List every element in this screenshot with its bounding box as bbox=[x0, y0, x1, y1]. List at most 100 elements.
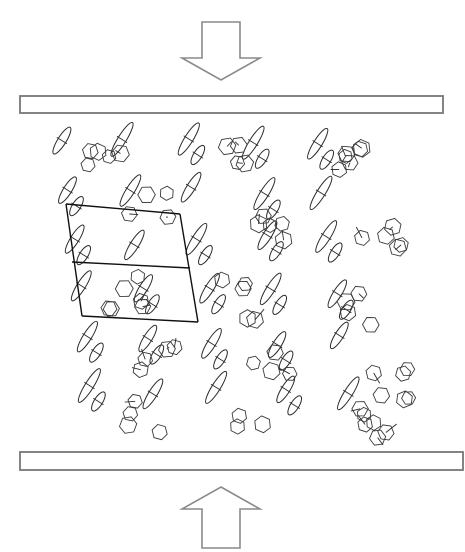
molecule-bond bbox=[289, 401, 301, 409]
ligand-bond bbox=[174, 337, 177, 348]
aromatic-ring bbox=[81, 143, 99, 160]
ligand-bond bbox=[347, 162, 351, 168]
ligand-bond bbox=[140, 291, 147, 302]
molecule-bond bbox=[91, 349, 102, 357]
aromatic-ring bbox=[118, 416, 138, 434]
aromatic-ring bbox=[372, 387, 391, 404]
aromatic-ring bbox=[245, 355, 261, 371]
unit-cell-edge bbox=[179, 213, 199, 323]
molecule-bond bbox=[71, 202, 82, 210]
aromatic-ring bbox=[399, 362, 416, 377]
aromatic-ring bbox=[368, 429, 387, 446]
ligand-bond bbox=[373, 372, 381, 384]
aromatic-ring bbox=[396, 390, 413, 409]
ligand-bond bbox=[385, 423, 397, 433]
aromatic-ring bbox=[157, 341, 176, 358]
molecule-bond bbox=[185, 183, 197, 191]
molecule-bond bbox=[204, 284, 215, 292]
molecule-bond bbox=[142, 334, 154, 343]
aromatic-ring bbox=[337, 145, 356, 163]
ligand-bond bbox=[124, 400, 136, 403]
aromatic-ring bbox=[377, 424, 395, 441]
molecule-bond bbox=[256, 155, 268, 163]
aromatic-ring bbox=[120, 206, 138, 222]
aromatic-ring bbox=[246, 310, 264, 329]
aromatic-ring bbox=[384, 217, 402, 236]
aromatic-ring bbox=[159, 185, 174, 201]
ligand-bond bbox=[355, 226, 363, 239]
molecule-bond bbox=[82, 333, 93, 341]
aromatic-ring bbox=[274, 215, 290, 232]
molecule-bond bbox=[321, 156, 332, 164]
aromatic-ring bbox=[102, 301, 120, 317]
unit-cell-edge bbox=[71, 261, 191, 269]
molecule-bond bbox=[200, 251, 211, 259]
aromatic-ring bbox=[281, 366, 298, 381]
aromatic-ring bbox=[234, 281, 252, 297]
molecule-bond bbox=[129, 241, 140, 249]
aromatic-ring bbox=[134, 299, 152, 315]
ligand-bond bbox=[129, 213, 139, 216]
molecule-bond bbox=[265, 285, 277, 293]
aromatic-ring bbox=[166, 339, 183, 356]
aromatic-ring bbox=[254, 208, 272, 224]
molecule-bond bbox=[213, 300, 224, 308]
molecule-bond bbox=[147, 300, 158, 308]
aromatic-ring bbox=[339, 303, 357, 322]
molecule-bond bbox=[138, 284, 149, 292]
molecule-bond bbox=[191, 235, 202, 243]
aromatic-ring bbox=[341, 155, 359, 171]
molecule-bond bbox=[84, 381, 95, 390]
ligand-bond bbox=[281, 231, 285, 241]
molecule-bond bbox=[342, 389, 354, 397]
molecule-bond bbox=[247, 139, 259, 147]
aromatic-ring bbox=[366, 414, 382, 431]
molecule-bond bbox=[147, 390, 159, 398]
unit-cell-edge bbox=[65, 203, 83, 317]
ligand-bond bbox=[115, 150, 121, 154]
ligand-bond bbox=[357, 414, 366, 425]
aromatic-ring bbox=[229, 137, 248, 154]
molecule-bond bbox=[62, 186, 73, 194]
ligand-bond bbox=[377, 437, 384, 446]
aromatic-ring bbox=[338, 148, 353, 164]
aromatic-ring bbox=[133, 292, 150, 310]
aromatic-ring bbox=[101, 149, 117, 164]
aromatic-ring bbox=[122, 406, 139, 422]
aromatic-ring bbox=[229, 155, 246, 170]
ligand-bond bbox=[254, 308, 265, 321]
top-plate bbox=[19, 95, 444, 114]
molecule-bond bbox=[151, 350, 163, 359]
aromatic-ring bbox=[254, 415, 271, 434]
molecule-bond bbox=[268, 206, 279, 214]
aromatic-ring bbox=[237, 277, 253, 291]
compression-arrow-down bbox=[178, 21, 264, 81]
molecule-bond bbox=[320, 233, 332, 241]
aromatic-ring bbox=[230, 418, 245, 435]
aromatic-ring bbox=[217, 137, 237, 156]
compression-arrow-up bbox=[178, 486, 264, 549]
molecule-bond bbox=[56, 137, 68, 145]
molecule-bond bbox=[125, 186, 136, 195]
molecule-bond bbox=[206, 339, 217, 347]
ligand-bond bbox=[278, 367, 291, 375]
aromatic-ring bbox=[331, 161, 347, 178]
ligand-bond bbox=[355, 143, 362, 149]
molecule-bond bbox=[280, 385, 292, 393]
aromatic-ring bbox=[357, 416, 373, 433]
aromatic-ring bbox=[361, 317, 380, 333]
ligand-bond bbox=[131, 367, 141, 371]
unit-cell-edge bbox=[81, 315, 199, 323]
aromatic-ring bbox=[159, 209, 177, 225]
aromatic-ring bbox=[127, 393, 143, 409]
aromatic-ring bbox=[365, 364, 382, 382]
aromatic-ring bbox=[377, 226, 395, 245]
aromatic-ring bbox=[132, 361, 149, 379]
aromatic-ring bbox=[336, 293, 356, 311]
aromatic-ring bbox=[250, 214, 267, 234]
aromatic-ring bbox=[354, 229, 371, 246]
aromatic-ring bbox=[351, 401, 369, 417]
aromatic-ring bbox=[357, 406, 372, 423]
molecule-bond bbox=[259, 190, 270, 198]
